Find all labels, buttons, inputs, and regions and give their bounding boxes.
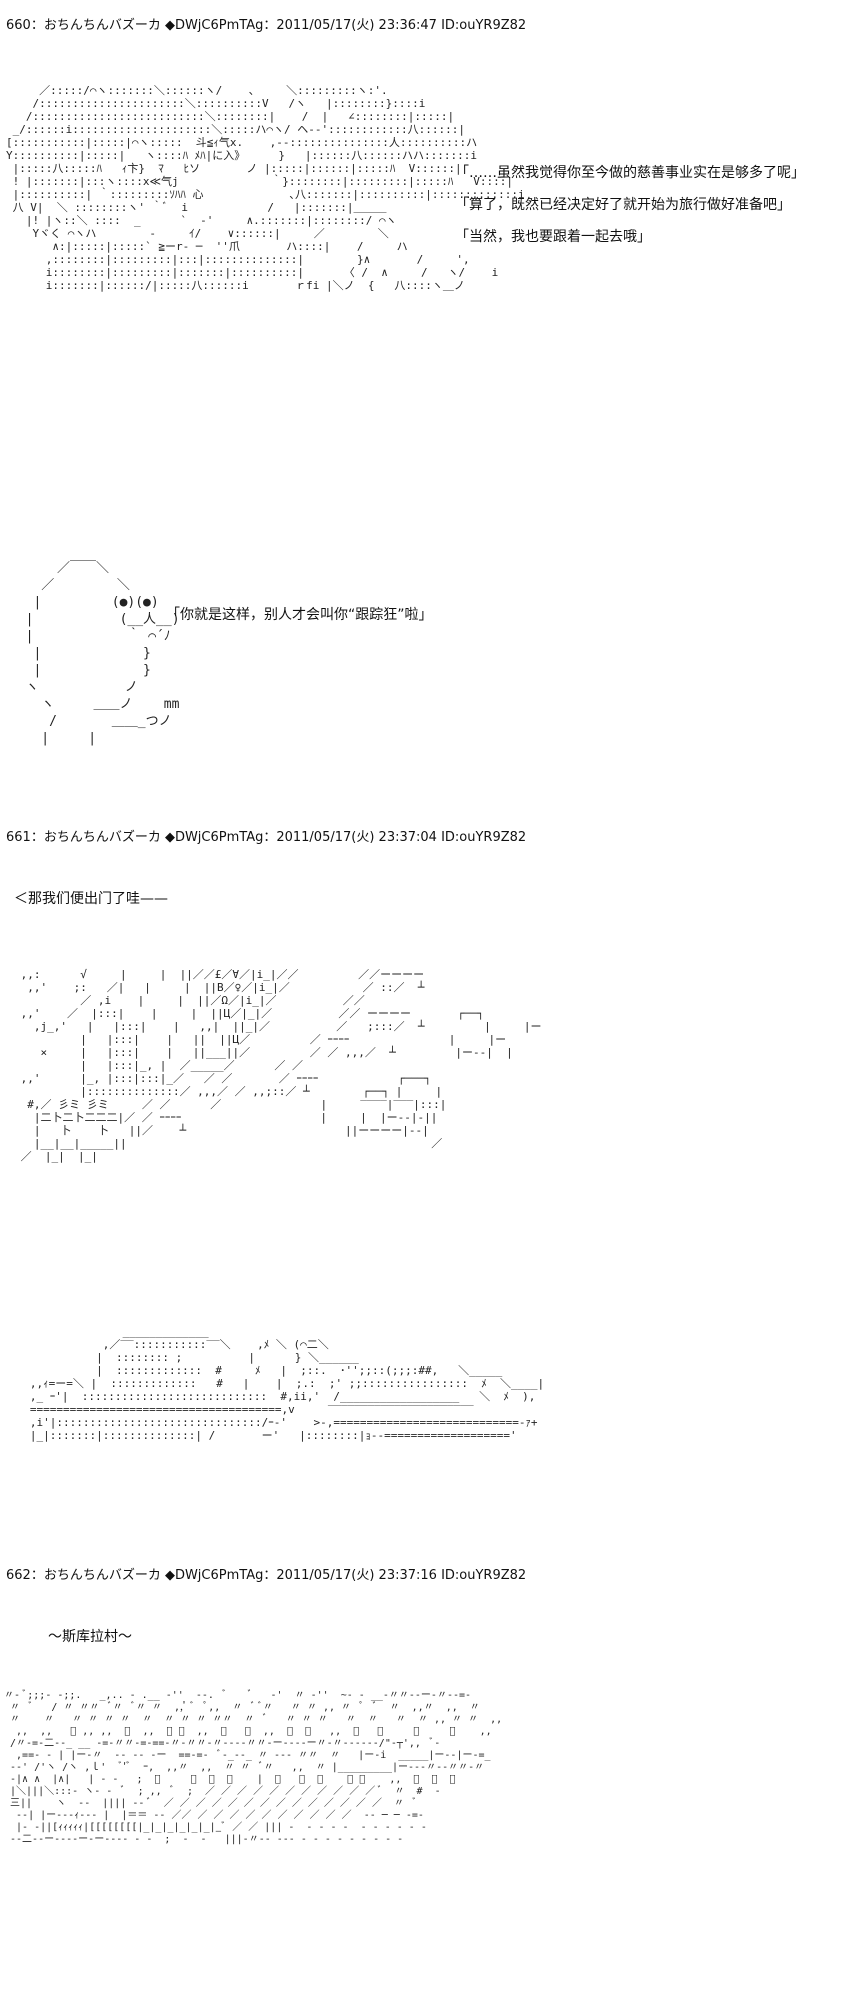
- dialog-line: 「当然，我也要跟着一起去哦」: [455, 229, 651, 245]
- ascii-art-carriage: _____________ ,／‾‾:::::::::::‾‾＼ ,ﾒ ＼ (⌒…: [29, 1325, 545, 1442]
- ascii-art-characters: ／:::::/⌒ヽ:::::::＼::::::ヽ/ 、 ＼:::::::::ヽ:…: [6, 84, 525, 292]
- post-header: 662：おちんちんバズーカ ◆DWjC6PmTAg：2011/05/17(火) …: [6, 1568, 527, 1583]
- post-header: 661：おちんちんバズーカ ◆DWjC6PmTAg：2011/05/17(火) …: [6, 830, 527, 845]
- dialog-line: 「……虽然我觉得你至今做的慈善事业实在是够多了呢」: [455, 165, 805, 181]
- dialog-block: 「……虽然我觉得你至今做的慈善事业实在是够多了呢」 「算了，既然已经决定好了就开…: [455, 157, 805, 253]
- dialog-line: 「你就是这样，别人才会叫你“跟踪狂”啦」: [166, 607, 433, 623]
- post-header: 660：おちんちんバズーカ ◆DWjC6PmTAg：2011/05/17(火) …: [6, 18, 527, 33]
- narration: ＜那我们便出门了哇——: [14, 891, 168, 907]
- post-661: 661：おちんちんバズーカ ◆DWjC6PmTAg：2011/05/17(火) …: [0, 820, 851, 1560]
- dialog-line: 「算了，既然已经决定好了就开始为旅行做好准备吧」: [455, 197, 791, 213]
- post-660: 660：おちんちんバズーカ ◆DWjC6PmTAg：2011/05/17(火) …: [0, 0, 851, 820]
- ascii-art-village: 〃‐ ﾞ;;;‐ ‐;;. _,.. ‐ .__ ‐'' ‐‐. ﾞ ﾞ ‐' …: [4, 1690, 503, 1845]
- narration: ～斯库拉村～: [48, 1629, 132, 1645]
- ascii-art-yaruo: ／￣￣＼ ／ ＼ | (●)(●) | (__人__) | ｀ ⌒´ﾉ | } …: [25, 561, 180, 746]
- ascii-art-city-street: ,,: √ | | ||／／£／∀／|i_|／／ ／／ーーーー ,,' ;: ／…: [20, 968, 542, 1163]
- post-662: 662：おちんちんバズーカ ◆DWjC6PmTAg：2011/05/17(火) …: [0, 1560, 851, 2000]
